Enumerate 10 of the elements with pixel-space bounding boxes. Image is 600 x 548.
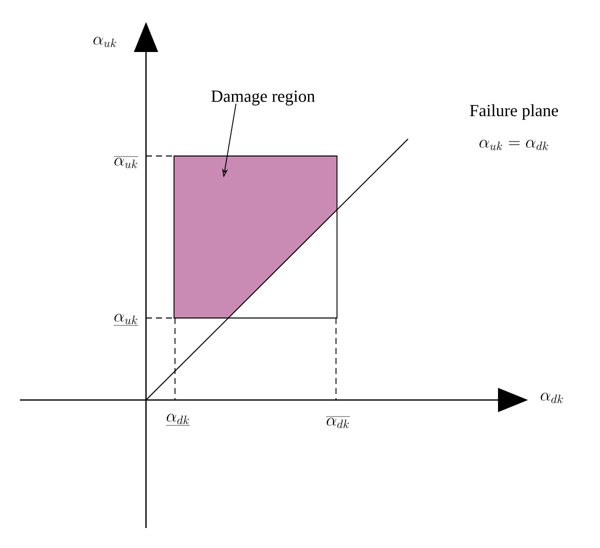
region-label: Damage region [211, 90, 315, 106]
tick-label: $\underline{\alpha_{dk}}$ [166, 414, 190, 426]
axis-label: $\alpha_{uk}$ [93, 36, 116, 48]
tick-label: $\overline{\alpha_{dk}}$ [326, 416, 350, 428]
damage-region [174, 156, 338, 318]
axis-label: $\alpha_{dk}$ [540, 392, 563, 404]
plane-equation: $\alpha_{uk} = \alpha_{dk}$ [480, 140, 548, 150]
tick-label: $\overline{\alpha_{uk}}$ [114, 156, 138, 168]
tick-label: $\underline{\alpha_{uk}}$ [114, 314, 138, 326]
plane-label: Failure plane [470, 104, 558, 120]
